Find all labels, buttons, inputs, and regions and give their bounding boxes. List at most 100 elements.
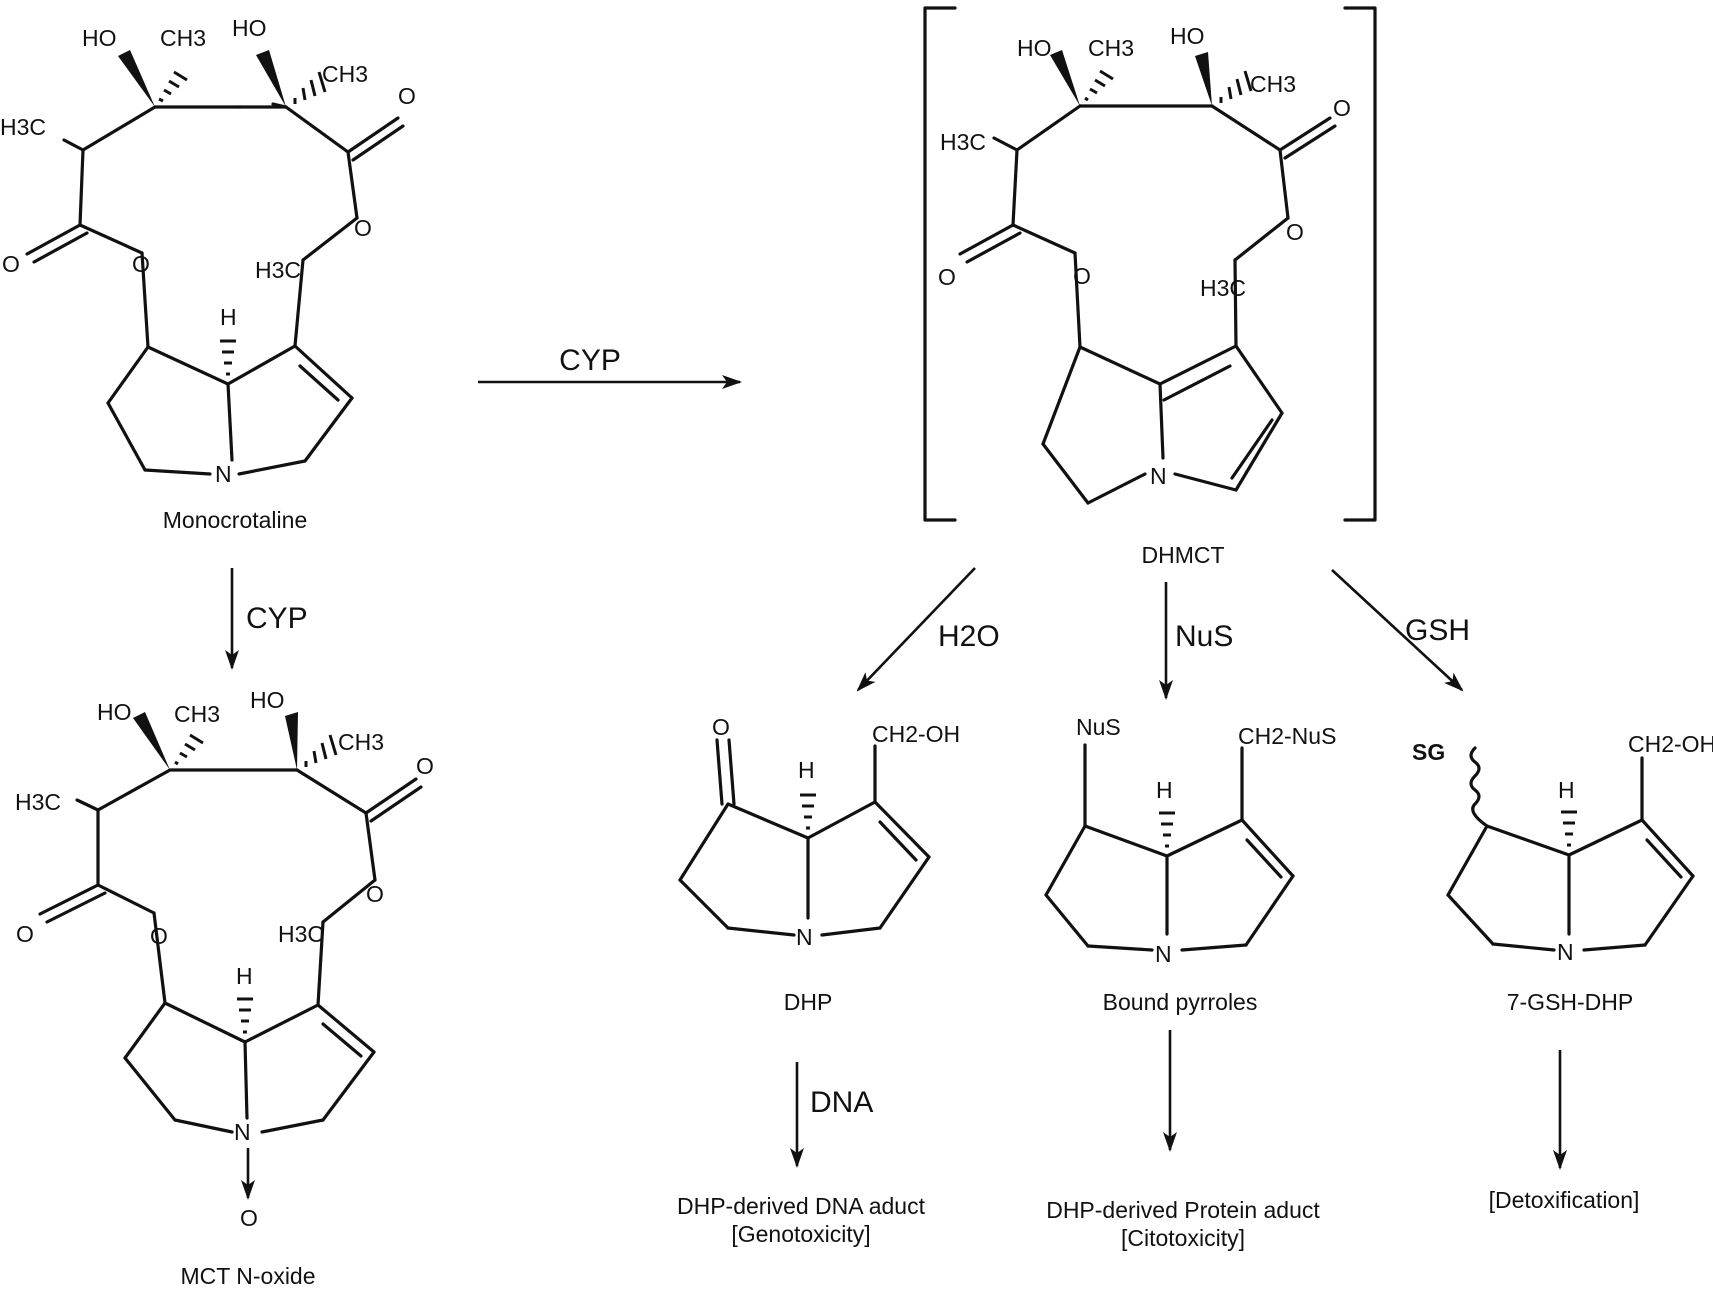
atom-label: HO (1017, 35, 1052, 61)
atom-label: O (1286, 219, 1304, 245)
atom-label: O (1333, 95, 1351, 121)
left-bracket (923, 6, 957, 522)
dhmct-bonds (958, 104, 1337, 505)
arrow-gsh (1331, 569, 1464, 692)
atom-label: H (1156, 777, 1173, 803)
outcome-citotoxicity: [Citotoxicity] (1121, 1225, 1245, 1251)
atom-label: HO (97, 699, 132, 725)
reagent-gsh: GSH (1405, 614, 1470, 647)
atom-label: O (150, 923, 168, 949)
monocrotaline-structure: HO CH3 HO CH3 H3C O O O O H3C H N Monocr… (0, 15, 416, 533)
atom-label: H (1558, 777, 1575, 803)
atom-label: SG (1412, 739, 1445, 765)
reagent-dna: DNA (810, 1086, 873, 1119)
reagent-cyp-down: CYP (246, 602, 308, 635)
atom-label: H3C (15, 789, 61, 815)
wedge-bond (118, 50, 155, 107)
atom-label: H3C (1200, 275, 1246, 301)
wedge-bond (1050, 50, 1080, 106)
atom-label: O (354, 215, 372, 241)
atom-label: CH2-OH (1628, 731, 1713, 757)
compound-name: Bound pyrroles (1103, 989, 1258, 1015)
atom-label: O (416, 753, 434, 779)
compound-name: DHP (784, 989, 833, 1015)
compound-name: DHMCT (1141, 542, 1224, 568)
atom-label: O (132, 251, 150, 277)
dhp-structure: O H CH2-OH N DHP (678, 714, 960, 1015)
atom-label: CH2-NuS (1238, 723, 1336, 749)
atom-label: HO (250, 687, 285, 713)
hash-bond (237, 997, 253, 1034)
atom-label: N (1155, 941, 1172, 967)
hash-bond (1219, 70, 1253, 103)
wedge-bond (133, 712, 170, 770)
hash-bond (158, 70, 188, 103)
reagent-water: H2O (938, 620, 1000, 653)
hash-bond (220, 339, 236, 376)
atom-label: HO (1170, 23, 1205, 49)
reaction-arrows (225, 375, 1567, 1170)
atom-label: H (220, 304, 237, 330)
atom-label: H3C (278, 921, 324, 947)
atom-label: O (2, 251, 20, 277)
reagent-cyp-right: CYP (559, 344, 621, 377)
outcome-dna-adduct: DHP-derived DNA aduct (677, 1193, 926, 1219)
outcome-genotoxicity: [Genotoxicity] (731, 1221, 870, 1247)
n-oxide-bonds (38, 768, 423, 1134)
hash-bond (293, 71, 327, 104)
atom-label: CH3 (1088, 35, 1134, 61)
atom-label: N (215, 461, 232, 487)
hash-bond (1159, 811, 1175, 848)
atom-label: CH3 (174, 701, 220, 727)
wedge-bond (1195, 52, 1212, 106)
monocrotaline-bonds (25, 102, 405, 476)
reagent-labels: CYP CYP H2O NuS GSH DNA (246, 344, 1470, 1119)
atom-label: CH3 (160, 25, 206, 51)
atom-label: N (1557, 939, 1574, 965)
reagent-nus: NuS (1175, 620, 1233, 653)
hash-bond (800, 793, 816, 830)
hash-bond (1084, 69, 1114, 102)
hash-bond (1561, 810, 1577, 847)
compound-name: Monocrotaline (163, 507, 307, 533)
n-oxide-structure: HO CH3 HO CH3 H3C O O O O H3C H N O MCT … (15, 687, 434, 1289)
atom-label: O (16, 921, 34, 947)
atom-label: CH2-OH (872, 721, 960, 747)
atom-label: O (712, 714, 730, 740)
atom-label: O (240, 1205, 258, 1231)
arrow-water (856, 567, 976, 692)
atom-label: CH3 (1250, 71, 1296, 97)
outcomes: DHP-derived DNA aduct [Genotoxicity] DHP… (677, 1187, 1639, 1251)
wavy-bond (1469, 746, 1489, 828)
atom-label: N (1150, 463, 1167, 489)
atom-label: H (236, 963, 253, 989)
compound-name: MCT N-oxide (180, 1263, 315, 1289)
outcome-detox: [Detoxification] (1489, 1187, 1640, 1213)
atom-label: H3C (940, 129, 986, 155)
compound-name: 7-GSH-DHP (1507, 989, 1634, 1015)
wedge-bond (285, 712, 298, 770)
atom-label: O (1073, 263, 1091, 289)
dhmct-structure: HO CH3 HO CH3 H3C O O O O H3C N DHMCT (923, 6, 1377, 568)
atom-label: O (938, 264, 956, 290)
atom-label: N (234, 1119, 251, 1145)
bound-pyrroles-structure: NuS H CH2-NuS N Bound pyrroles (1044, 714, 1336, 1015)
atom-label: CH3 (322, 61, 368, 87)
atom-label: O (398, 83, 416, 109)
gsh-dhp-structure: SG H CH2-OH N 7-GSH-DHP (1412, 731, 1713, 1015)
atom-label: CH3 (338, 729, 384, 755)
wedge-bond (256, 50, 286, 107)
right-bracket (1343, 6, 1377, 522)
atom-label: O (366, 881, 384, 907)
atom-label: H3C (255, 257, 301, 283)
hash-bond (174, 733, 204, 766)
atom-label: H3C (0, 114, 46, 140)
hash-bond (304, 734, 338, 767)
atom-label: HO (232, 15, 267, 41)
outcome-protein-adduct: DHP-derived Protein aduct (1046, 1197, 1320, 1223)
atom-label: HO (82, 25, 117, 51)
atom-label: H (798, 757, 815, 783)
atom-label: NuS (1076, 714, 1121, 740)
atom-label: N (796, 924, 813, 950)
